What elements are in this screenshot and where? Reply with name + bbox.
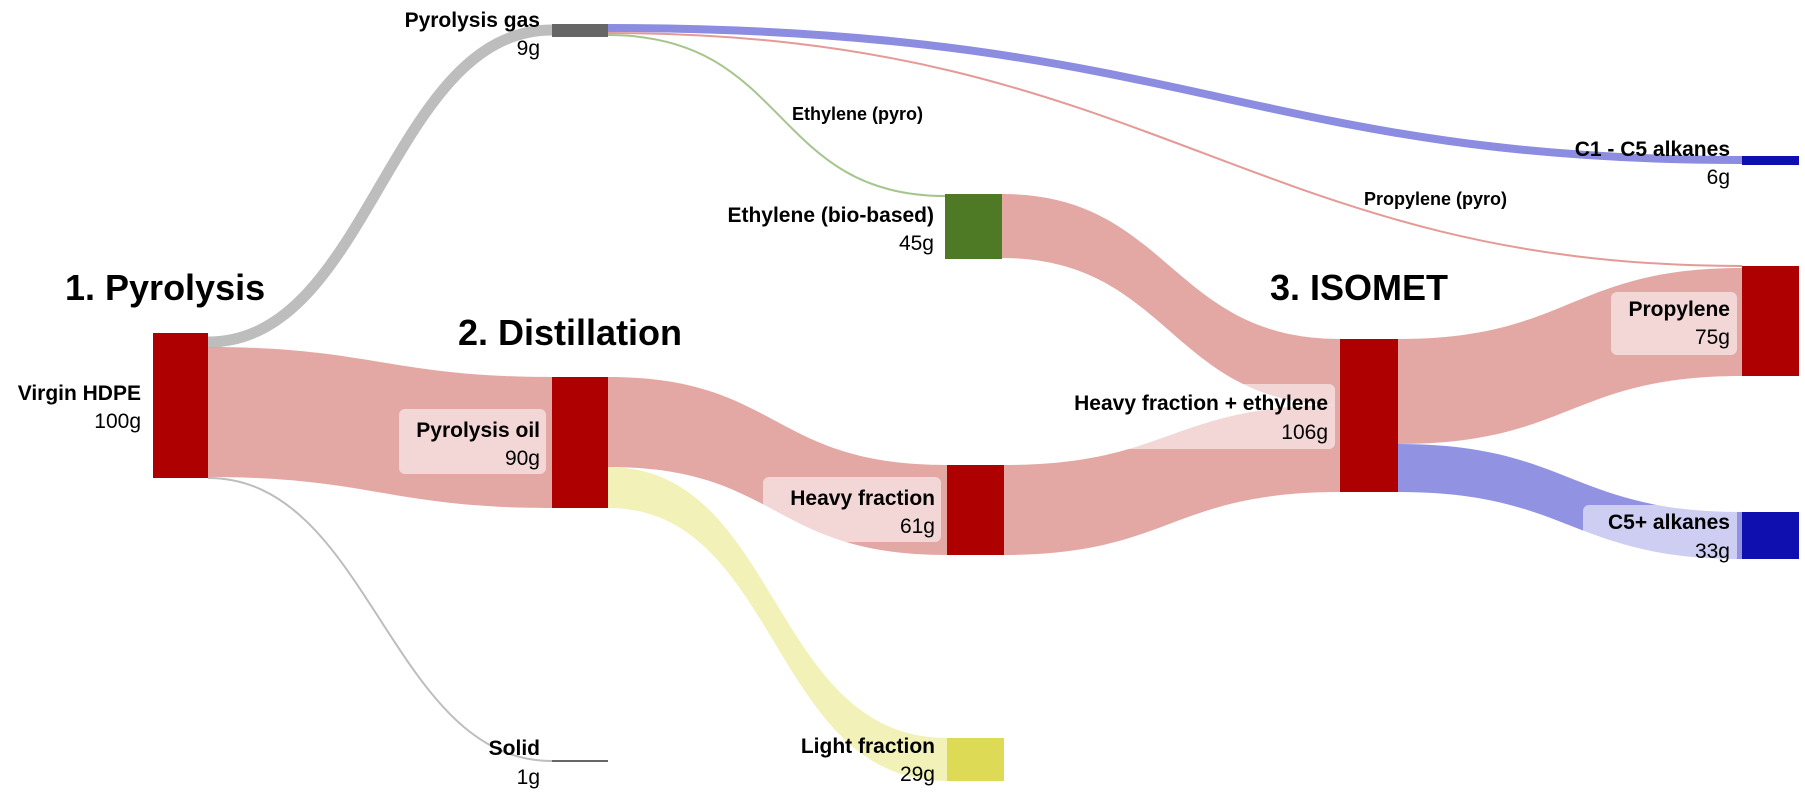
label-ethylene-bio-value: 45g bbox=[899, 232, 934, 255]
label-bg-c5plus bbox=[1583, 505, 1737, 563]
node-propylene bbox=[1742, 266, 1799, 376]
label-light-fraction-value: 29g bbox=[900, 763, 935, 786]
stage-title-pyrolysis: 1. Pyrolysis bbox=[65, 267, 265, 308]
flow-virgin-to-pyrolysis-gas bbox=[207, 24, 553, 348]
label-ethylene-bio-name: Ethylene (bio-based) bbox=[727, 204, 934, 227]
node-labels: Virgin HDPE 100g Pyrolysis gas 9g Solid … bbox=[18, 9, 1730, 789]
flow-label-propylene-pyro: Propylene (pyro) bbox=[1364, 189, 1507, 209]
flow-ethylene-bio-to-isomet bbox=[1002, 194, 1340, 405]
flow-pyrolysis-oil-to-light bbox=[608, 467, 947, 781]
label-heavy-fraction-name: Heavy fraction bbox=[790, 487, 935, 510]
label-pyrolysis-oil-name: Pyrolysis oil bbox=[416, 419, 540, 442]
label-c5plus-name: C5+ alkanes bbox=[1608, 511, 1730, 534]
flow-virgin-to-solid bbox=[207, 477, 553, 762]
label-bg-isomet-feed bbox=[1036, 384, 1335, 449]
flow-pyrolysis-gas-to-c1c5 bbox=[607, 24, 1743, 164]
label-c1c5-value: 6g bbox=[1707, 166, 1730, 189]
node-c1c5-alkanes bbox=[1742, 156, 1799, 165]
flow-propylene-pyro bbox=[607, 32, 1743, 267]
label-isomet-feed-value: 106g bbox=[1281, 421, 1328, 444]
label-pyrolysis-gas-value: 9g bbox=[517, 37, 540, 60]
node-light-fraction bbox=[947, 738, 1004, 781]
label-propylene-name: Propylene bbox=[1628, 298, 1730, 321]
node-virgin-hdpe bbox=[153, 333, 208, 478]
label-bg-heavy-fraction bbox=[763, 477, 941, 542]
flow-label-ethylene-pyro: Ethylene (pyro) bbox=[792, 104, 923, 124]
label-solid-value: 1g bbox=[517, 766, 540, 789]
node-ethylene-bio bbox=[945, 194, 1002, 259]
label-bg-propylene bbox=[1611, 292, 1737, 355]
stage-title-isomet: 3. ISOMET bbox=[1270, 267, 1448, 308]
stage-title-distillation: 2. Distillation bbox=[458, 312, 682, 353]
label-propylene-value: 75g bbox=[1695, 326, 1730, 349]
label-solid-name: Solid bbox=[489, 737, 540, 760]
label-virgin-hdpe-value: 100g bbox=[94, 410, 141, 433]
flows bbox=[207, 24, 1743, 781]
label-pyrolysis-oil-value: 90g bbox=[505, 447, 540, 470]
node-solid bbox=[552, 760, 608, 762]
flow-ethylene-pyro bbox=[607, 34, 946, 197]
nodes bbox=[153, 24, 1799, 781]
node-heavy-fraction bbox=[947, 465, 1004, 555]
label-heavy-fraction-value: 61g bbox=[900, 515, 935, 538]
label-c5plus-value: 33g bbox=[1695, 540, 1730, 563]
node-c5plus-alkanes bbox=[1742, 512, 1799, 559]
label-backgrounds bbox=[399, 292, 1737, 563]
node-pyrolysis-gas bbox=[552, 24, 608, 37]
label-c1c5-name: C1 - C5 alkanes bbox=[1575, 138, 1730, 161]
label-pyrolysis-gas-name: Pyrolysis gas bbox=[405, 9, 540, 32]
node-pyrolysis-oil bbox=[552, 377, 608, 508]
node-isomet bbox=[1340, 339, 1398, 492]
label-bg-pyrolysis-oil bbox=[399, 409, 546, 474]
label-isomet-feed-name: Heavy fraction + ethylene bbox=[1074, 392, 1328, 415]
label-virgin-hdpe-name: Virgin HDPE bbox=[18, 382, 141, 405]
label-light-fraction-name: Light fraction bbox=[801, 735, 935, 758]
